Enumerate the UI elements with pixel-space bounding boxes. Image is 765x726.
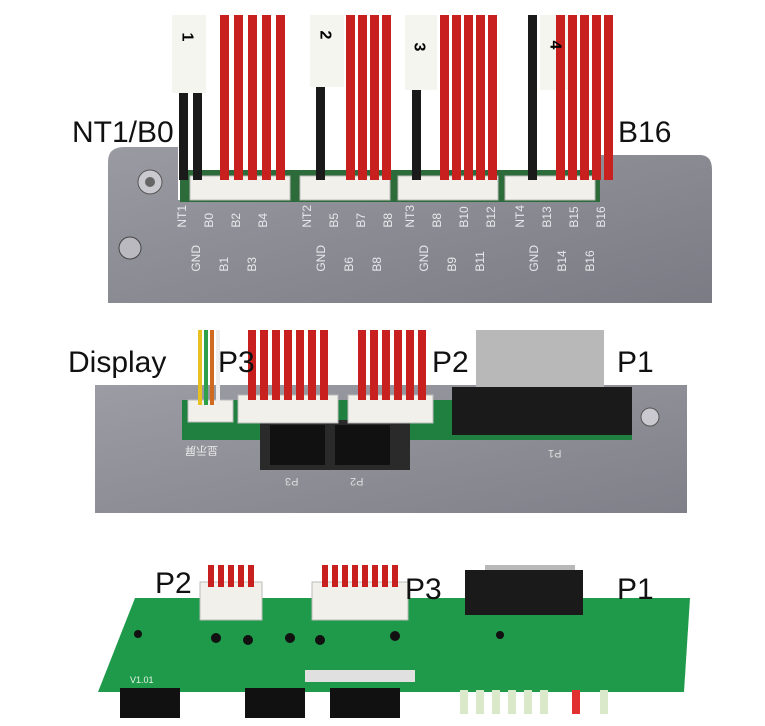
pin-label: B15: [567, 206, 581, 228]
wire-bundle-2: [310, 15, 391, 180]
panel-1-photo: 1 2 3 4 NT1/B0 B16 NT1 B0 B2 B4 GND B1 B…: [0, 0, 765, 305]
wire-bundle-4: [528, 15, 613, 180]
led: [508, 690, 516, 714]
wire-bundle-p2: [358, 330, 426, 400]
pin-header: [305, 670, 415, 682]
pcb-board: [98, 598, 690, 692]
pin-label: B16: [583, 250, 597, 272]
wire-bundle-p2-board: [208, 565, 254, 587]
pin-label: B8: [370, 256, 384, 272]
label-p2-board: P2: [155, 567, 192, 600]
label-p3: P3: [218, 346, 255, 379]
panel-2-photo: Display P3 P2 P1 显示屏 P3 P2 P1: [0, 325, 765, 520]
led: [524, 690, 532, 714]
silk-p1: P1: [548, 447, 562, 459]
screw-3: [640, 407, 660, 427]
cable-number-1: 1: [178, 32, 196, 42]
wire-bundle-3: [405, 15, 497, 180]
pin-label: GND: [314, 245, 328, 272]
connector-p2-board: [199, 581, 263, 621]
silk-p3: P3: [285, 475, 299, 487]
silk-display: 显示屏: [185, 444, 218, 456]
pin-label: GND: [527, 245, 541, 272]
pin-label: B7: [354, 212, 368, 228]
led: [476, 690, 484, 714]
connector-p2-bottom: [335, 425, 390, 465]
cable-number-4: 4: [546, 40, 564, 50]
panel-2-graphic: [95, 330, 687, 513]
pin-label: GND: [417, 245, 431, 272]
wire-bundle-p3-board: [322, 565, 398, 587]
board-version-text: V1.01: [130, 675, 154, 685]
pin-label: B6: [342, 256, 356, 272]
bottom-connector-1: [120, 688, 180, 718]
pin-label: NT2: [300, 205, 314, 228]
pin-label: B3: [245, 256, 259, 272]
pin-label: B13: [540, 206, 554, 228]
pin-label: B16: [594, 206, 608, 228]
led-red: [572, 690, 580, 714]
led: [460, 690, 468, 714]
wire-bundle-p3: [248, 330, 328, 400]
pin-label: B11: [473, 251, 487, 272]
panel-1-graphic: [108, 15, 712, 303]
pin-label: B2: [229, 212, 243, 228]
pin-labels: NT1 B0 B2 B4 GND B1 B3 NT2 B5 B7 B8 GND …: [175, 205, 615, 300]
pin-label: NT3: [403, 205, 417, 228]
cable-number-2: 2: [316, 30, 334, 40]
connector-p3-board: [311, 581, 409, 621]
pin-label: B5: [327, 212, 341, 228]
pin-label: NT4: [513, 205, 527, 228]
pin-label: NT1: [175, 205, 189, 228]
led: [492, 690, 500, 714]
screw-2: [118, 236, 142, 260]
label-p1-board: P1: [617, 573, 654, 606]
led: [600, 690, 608, 714]
wire-bundle-1: [172, 15, 285, 180]
pin-label: B9: [445, 256, 459, 272]
connector-2: [299, 175, 391, 201]
label-p3-board: P3: [405, 573, 442, 606]
label-b16: B16: [618, 116, 672, 149]
connector-p1-board: [465, 570, 583, 615]
aluminum-plate: [108, 147, 712, 303]
label-p2: P2: [432, 346, 469, 379]
connector-p3-bottom: [270, 425, 325, 465]
bottom-connector-3: [330, 688, 400, 718]
pin-label: B8: [430, 212, 444, 228]
label-display: Display: [68, 346, 167, 379]
bottom-connector-2: [245, 688, 305, 718]
connector-p1: [452, 387, 632, 435]
pin-label: B10: [457, 206, 471, 228]
pin-label: B1: [217, 256, 231, 272]
pin-label: B0: [202, 212, 216, 228]
panel-3-graphic: [98, 565, 690, 718]
pin-label: B12: [484, 206, 498, 228]
pin-label: B8: [381, 212, 395, 228]
led: [540, 690, 548, 714]
label-p1: P1: [617, 346, 654, 379]
pin-label: B4: [256, 212, 270, 228]
label-nt1-b0: NT1/B0: [72, 116, 174, 149]
pin-label: B14: [555, 250, 569, 272]
silk-p2: P2: [350, 475, 364, 487]
cable-number-3: 3: [410, 42, 428, 52]
pin-label: GND: [189, 245, 203, 272]
panel-3-photo: P2 P3 P1 V1.01: [0, 540, 765, 726]
